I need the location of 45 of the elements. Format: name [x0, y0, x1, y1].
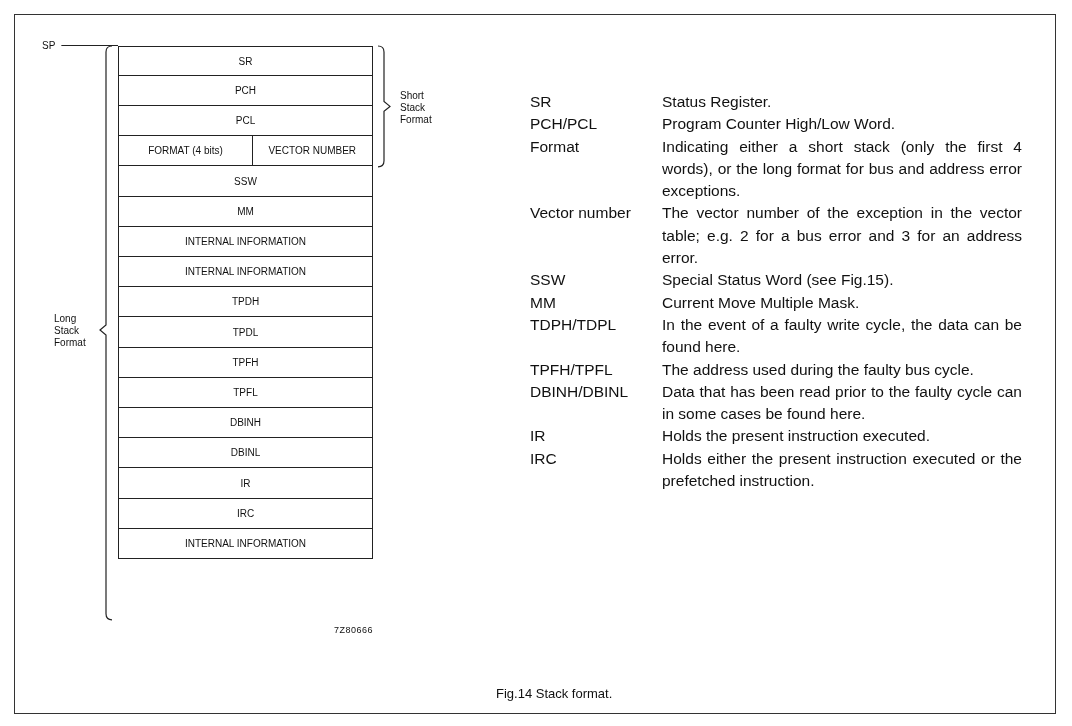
register-description: Status Register.: [662, 92, 773, 112]
register-description: Indicating either a short stack (only the first 4 words), or the long format for bus and address error exceptions.: [662, 136, 1022, 202]
stack-word-cell: TPDH: [118, 286, 373, 318]
stack-word-cell: INTERNAL INFORMATION: [118, 255, 373, 288]
register-description: Current Move Multiple Mask.: [662, 292, 861, 313]
stack-word-cell: FORMAT (4 bits): [118, 135, 253, 167]
register-description: Program Counter High/Low Word.: [662, 114, 897, 135]
bracket-label: Short Stack Format: [400, 90, 433, 126]
register-description: Holds either the present instruction executed or the prefetched instruction.: [662, 448, 1022, 492]
stack-word-cell: TPDL: [118, 316, 373, 348]
stack-word-cell: SSW: [118, 165, 373, 197]
register-name: SSW: [530, 270, 567, 291]
register-name: Format: [530, 136, 581, 157]
register-name: DBINH/DBINL: [530, 381, 630, 402]
register-description: Special Status Word (see Fig.15).: [662, 270, 895, 291]
register-description: In the event of a faulty write cycle, the data can be found here.: [662, 314, 1022, 358]
stack-word-cell: PCL: [118, 104, 373, 137]
register-name: Vector number: [530, 203, 632, 224]
stack-word-cell: IR: [118, 467, 373, 499]
stack-word-cell: IRC: [118, 497, 373, 530]
register-name: IR: [530, 426, 547, 447]
stack-word-cell: TPFH: [118, 346, 373, 379]
register-description: The address used during the faulty bus cycle.: [662, 359, 975, 380]
register-name: SR: [530, 92, 553, 112]
stack-word-cell: MM: [118, 195, 373, 228]
bracket-label: Long Stack Format: [54, 313, 87, 349]
stack-word-cell: DBINH: [118, 406, 373, 439]
stack-pointer-label: SP: [42, 40, 56, 51]
register-name: TDPH/TDPL: [530, 314, 618, 335]
register-description: Holds the present instruction executed.: [662, 426, 931, 447]
register-description: The vector number of the exception in the vector table; e.g. 2 for a bus error and 3 for an address error.: [662, 203, 1022, 269]
stack-word-cell: VECTOR NUMBER: [251, 135, 373, 167]
register-name: TPFH/TPFL: [530, 359, 614, 380]
stack-word-cell: SR: [118, 46, 373, 77]
figure-code: 7Z80666: [332, 623, 373, 636]
stack-word-cell: DBINL: [118, 437, 373, 469]
stack-word-cell: TPFL: [118, 376, 373, 409]
register-name: IRC: [530, 448, 558, 469]
stack-word-cell: PCH: [118, 74, 373, 107]
register-description: Data that has been read prior to the faulty cycle can in some cases be found here.: [662, 381, 1022, 425]
register-name: PCH/PCL: [530, 114, 599, 135]
figure-caption: Fig.14 Stack format.: [496, 686, 613, 702]
register-name: MM: [530, 292, 557, 313]
stack-word-cell: INTERNAL INFORMATION: [118, 527, 373, 560]
stack-word-cell: INTERNAL INFORMATION: [118, 225, 373, 258]
